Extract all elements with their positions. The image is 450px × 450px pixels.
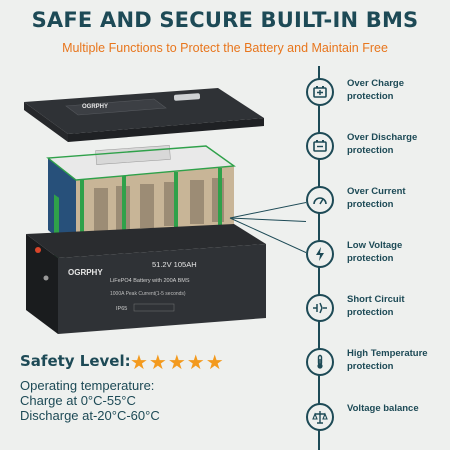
over-discharge-icon [306,132,334,160]
battery-illustration: OGRPHY OGRPHY 51.2V 105AH LiFePO4 Batter… [24,88,306,334]
page-subtitle: Multiple Functions to Protect the Batter… [62,41,388,55]
page-title: SAFE AND SECURE BUILT-IN BMS [31,8,419,32]
feature-label: Over Current protection [347,186,406,210]
feature-high-temperature: High Temperature protection [306,348,450,388]
charge-temperature: Charge at 0°C-55°C [20,393,136,408]
spec-text-1: LiFePO4 Battery with 200A BMS [110,278,190,284]
operating-temperature-label: Operating temperature: [20,378,155,393]
feature-label: Over Charge protection [347,78,405,102]
spec-text-2: 1000A Peak Current(1-5 seconds) [110,291,186,297]
discharge-temperature: Discharge at-20°C-60°C [20,408,160,423]
voltage-balance-icon [306,403,334,431]
low-voltage-icon [306,240,334,268]
model-text: 51.2V 105AH [152,260,197,269]
feature-label: Voltage balance [347,403,419,414]
short-circuit-icon [306,294,334,322]
feature-voltage-balance: Voltage balance [306,403,450,443]
feature-label: Low Voltage protection [347,240,403,264]
battery-lid: OGRPHY [24,88,264,142]
feature-over-charge: Over Charge protection [306,78,450,118]
safety-level-label: Safety Level: [20,352,131,370]
feature-short-circuit: Short Circuit protection [306,294,450,334]
lid-brand-text: OGRPHY [82,104,108,110]
over-charge-icon [306,78,334,106]
feature-label: Over Discharge protection [347,132,418,156]
over-current-icon [306,186,334,214]
battery-base: OGRPHY 51.2V 105AH LiFePO4 Battery with … [26,224,266,334]
feature-low-voltage: Low Voltage protection [306,240,450,280]
feature-label: Short Circuit protection [347,294,405,318]
rating-text: IP65 [116,306,127,312]
feature-label: High Temperature protection [347,348,428,372]
high-temperature-icon [306,348,334,376]
brand-text: OGRPHY [68,268,103,277]
feature-over-discharge: Over Discharge protection [306,132,450,172]
star-rating: ★★★★★ [130,352,225,374]
feature-over-current: Over Current protection [306,186,450,226]
